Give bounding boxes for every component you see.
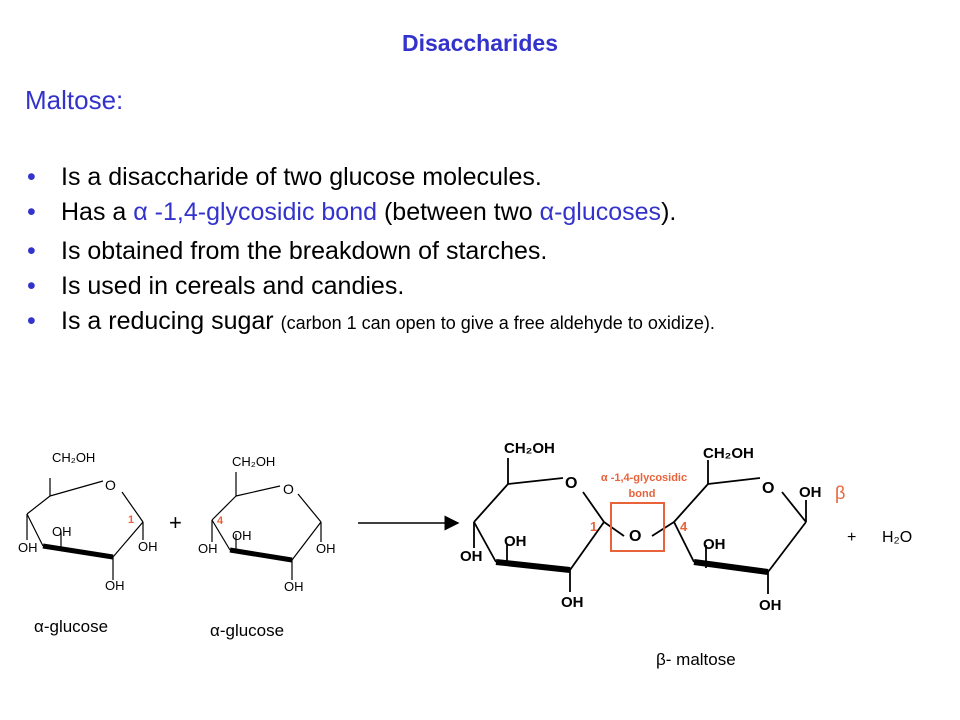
bullet-note: (carbon 1 can open to give a free aldehy… (280, 313, 715, 333)
ch2oh-label: CH₂OH (52, 450, 95, 465)
glucose-structure-left (26, 478, 144, 580)
hydroxyl-label: OH (105, 578, 125, 593)
bullet-item: • Is obtained from the breakdown of starc… (27, 234, 715, 269)
glucose-structure-right (211, 472, 322, 580)
hydroxyl-label: OH (316, 541, 336, 556)
subject-heading: Maltose: (25, 85, 124, 115)
hydroxyl-label: OH (138, 539, 158, 554)
ring-oxygen: O (283, 481, 294, 497)
glucose-name-label: α-glucose (34, 617, 108, 636)
hydroxyl-label: OH (284, 579, 304, 594)
bullet-text: Is a reducing sugar (61, 307, 281, 335)
bullet-dot: • (27, 307, 36, 335)
glucose-name-label: α-glucose (210, 621, 284, 640)
bullet-list: • Is a disaccharide of two glucose molecu… (27, 160, 715, 341)
ring-oxygen: O (105, 477, 116, 493)
bullet-dot: • (27, 198, 36, 226)
ch2oh-label: CH₂OH (232, 454, 275, 469)
glycosidic-bond-box (610, 502, 665, 552)
bullet-item: • Is used in cereals and candies. (27, 269, 715, 304)
glucose-highlight: α-glucoses (539, 198, 662, 226)
hydroxyl-label: OH (18, 540, 38, 555)
bullet-text: Is a disaccharide of two glucose molecul… (61, 163, 542, 191)
carbon-1-label: 1 (590, 519, 597, 534)
carbon-1-label: 1 (128, 514, 134, 526)
bullet-dot: • (27, 237, 36, 265)
bridge-oxygen: O (629, 528, 641, 545)
bond-label: α -1,4-glycosidic (601, 472, 687, 484)
hydroxyl-label: OH (52, 524, 72, 539)
hydroxyl-label: OH (759, 597, 782, 614)
maltose-structure (473, 458, 807, 594)
hydroxyl-label: OH (460, 548, 483, 565)
ring-oxygen: O (762, 480, 774, 497)
bullet-text: Has a (61, 198, 134, 226)
ch2oh-label: CH₂OH (703, 445, 754, 462)
bullet-dot: • (27, 163, 36, 191)
bullet-item: • Has a α -1,4-glycosidic bond (between t… (27, 195, 715, 230)
hydroxyl-label: OH (198, 541, 218, 556)
ch2oh-label: CH₂OH (504, 440, 555, 457)
bond-label: bond (629, 488, 656, 500)
hydroxyl-label: OH (504, 533, 527, 550)
hydroxyl-label: OH (703, 536, 726, 553)
bond-highlight: α -1,4-glycosidic bond (133, 198, 378, 226)
water-label: H₂O (882, 529, 912, 546)
plus-sign: + (169, 510, 182, 535)
hydroxyl-label: OH (799, 484, 822, 501)
carbon-4-label: 4 (680, 519, 688, 534)
hydroxyl-label: OH (232, 528, 252, 543)
beta-symbol: β (835, 483, 845, 503)
hydroxyl-label: OH (561, 594, 584, 611)
product-name-label: β- maltose (656, 650, 736, 669)
plus-sign: + (847, 529, 856, 546)
carbon-4-label: 4 (217, 515, 224, 527)
bullet-text: Is used in cereals and candies. (61, 272, 405, 300)
bullet-item: • Is a reducing sugar (carbon 1 can open … (27, 304, 715, 341)
bullet-item: • Is a disaccharide of two glucose molecu… (27, 160, 715, 195)
bullet-text: Is obtained from the breakdown of starch… (61, 237, 548, 265)
bullet-dot: • (27, 272, 36, 300)
bullet-text: ). (661, 198, 677, 226)
page-title: Disaccharides (402, 30, 558, 56)
ring-oxygen: O (565, 475, 577, 492)
bullet-text: (between two (377, 198, 540, 226)
